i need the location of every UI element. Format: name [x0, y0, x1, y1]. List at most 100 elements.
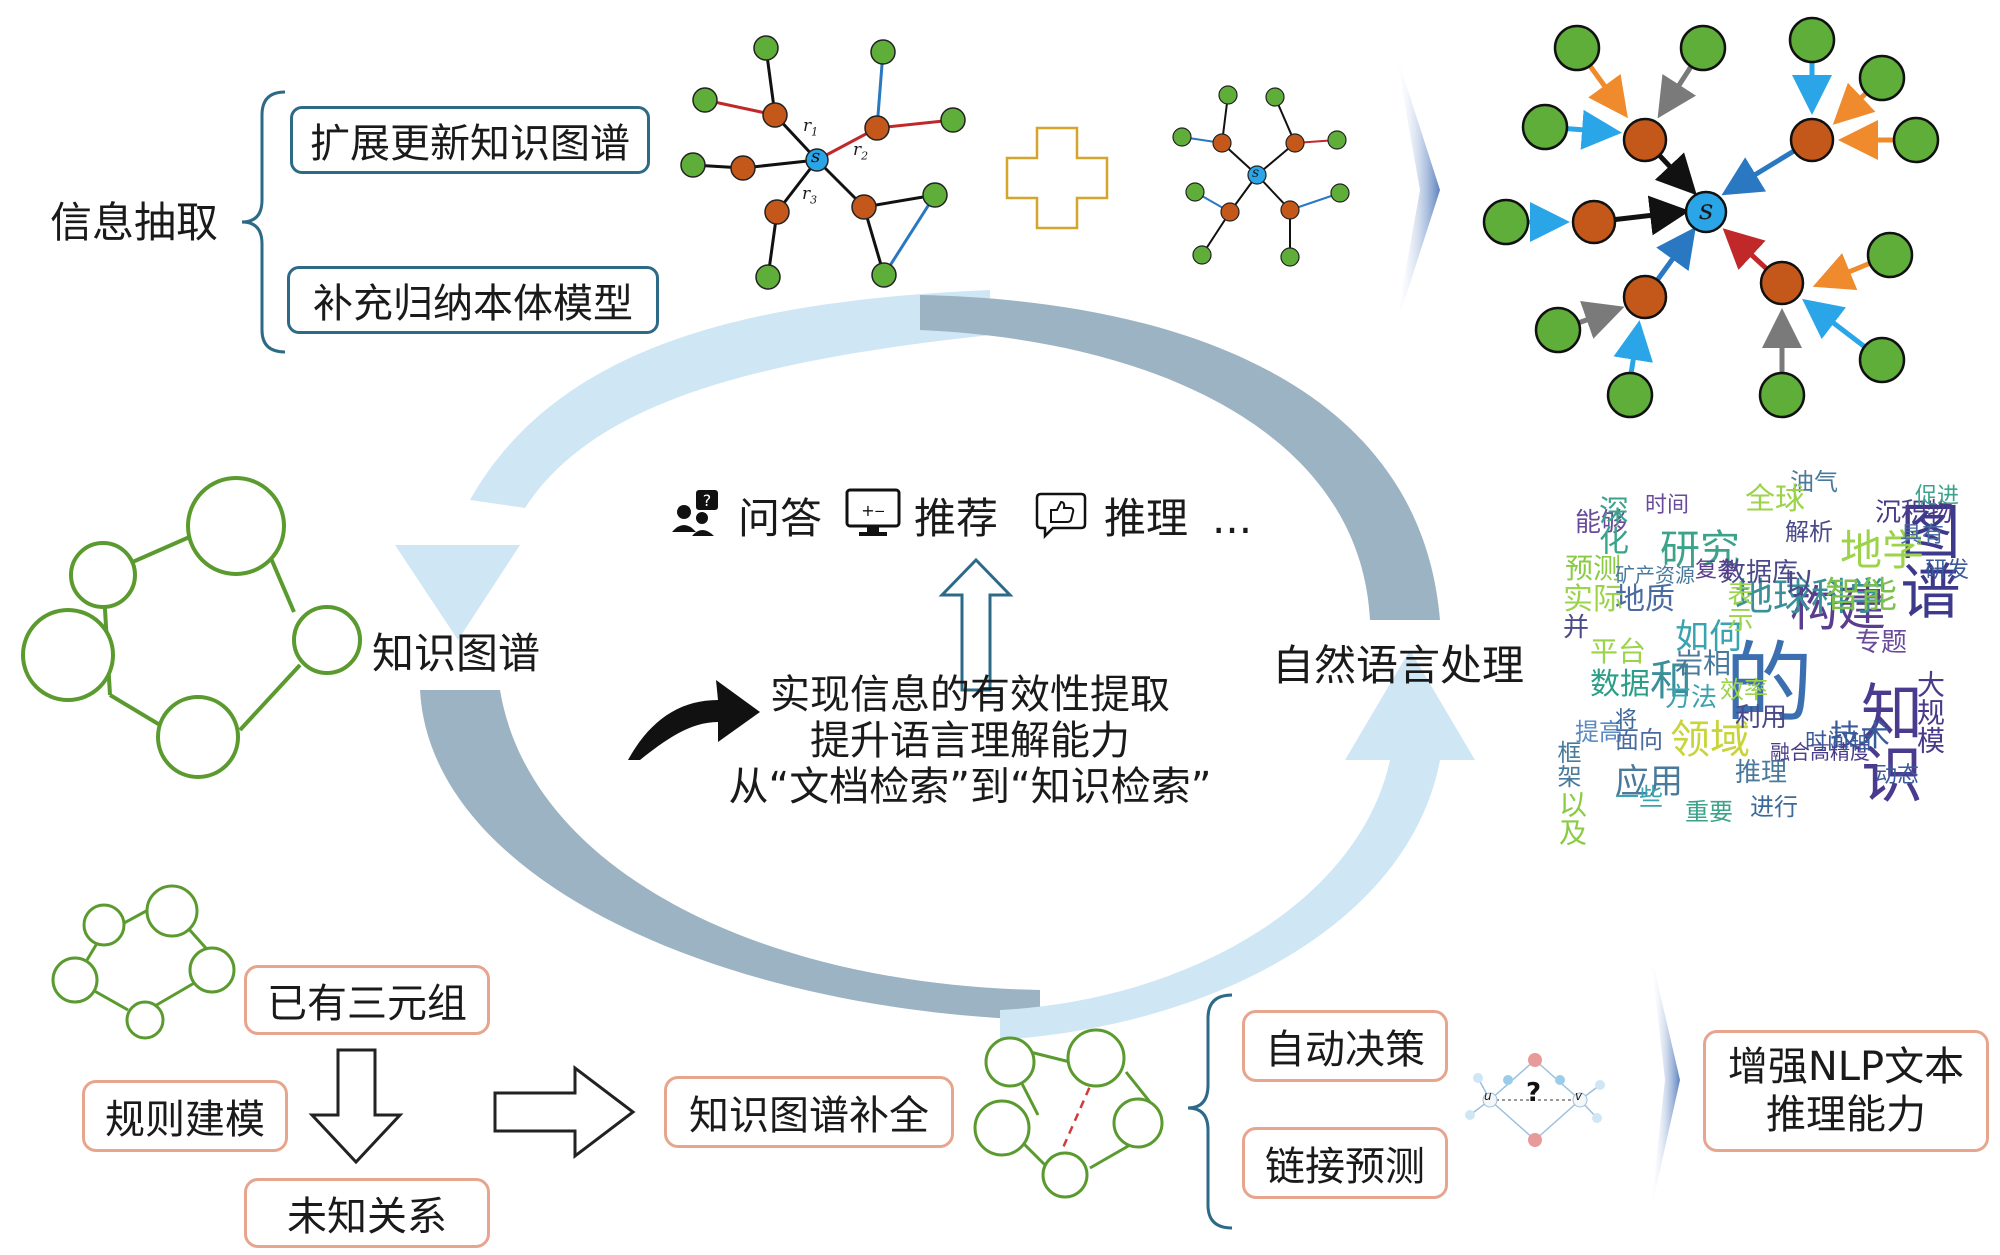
center-statement: 实现信息的有效性提取 提升语言理解能力 从“文档检索”到“知识检索” — [660, 672, 1280, 810]
word-cloud-term: 领域 — [1670, 717, 1750, 763]
kg-label: 知识图谱 — [372, 629, 541, 678]
app-qa-label: 问答 — [738, 494, 823, 543]
word-cloud-term: 地学 — [1840, 526, 1925, 575]
word-cloud-term: 岩相 — [1675, 647, 1732, 680]
word-cloud-term: 促进 — [1915, 484, 1960, 509]
ontology-box: 补充归纳本体模型 — [287, 266, 659, 334]
word-cloud-term: 的 — [1725, 632, 1814, 735]
word-cloud-term: 实际 — [1563, 582, 1623, 617]
word-cloud-term: 将 — [1615, 708, 1638, 733]
word-cloud-term: 专题 — [1855, 628, 1908, 658]
qa-users-icon: ? — [672, 490, 718, 536]
word-cloud-term: 地球科学 — [1735, 575, 1888, 619]
kg-outline-graph — [21, 476, 362, 779]
enhance-nlp-box: 增强NLP文本 推理能力 — [1703, 1030, 1989, 1152]
word-cloud-term: 研究 — [1660, 527, 1740, 573]
word-cloud-term: 构建 — [1790, 581, 1887, 637]
auto-decision-box: 自动决策 — [1242, 1010, 1448, 1082]
word-cloud-term: 平台 — [1590, 635, 1647, 668]
link-prediction-box: 链接预测 — [1242, 1127, 1448, 1199]
word-cloud-term: 解析 — [1785, 518, 1833, 546]
existing-triples-graph — [51, 884, 236, 1040]
word-cloud-term: 利用 — [1735, 703, 1788, 733]
thumbs-up-chat-icon — [1035, 492, 1087, 540]
nlp-label: 自然语言处理 — [1272, 641, 1525, 690]
word-cloud-term: 研发 — [1925, 558, 1970, 583]
word-cloud-term: 进行 — [1750, 793, 1798, 821]
rule-modeling-box: 规则建模 — [82, 1080, 288, 1152]
word-cloud-term: 以 — [1785, 567, 1815, 602]
down-hollow-arrow — [308, 1048, 404, 1165]
word-cloud-term: 能够 — [1575, 508, 1628, 538]
plus-outline — [1005, 126, 1109, 230]
kgc-box: 知识图谱补全 — [664, 1076, 954, 1148]
kgc-graph — [973, 1028, 1164, 1199]
word-cloud: 的知识图谱构建地学研究领域和地球科学应用智能如何数据平台地质能够表示数据库技术大… — [1555, 470, 1975, 850]
center-line-3: 从“文档检索”到“知识检索” — [728, 764, 1212, 810]
word-cloud-term: 一些 — [1615, 783, 1663, 811]
graph1-center-label: s — [811, 146, 821, 167]
info-extraction-label: 信息抽取 — [50, 198, 219, 247]
graph2-center-label: s — [1252, 165, 1260, 181]
link-prediction-icon — [1465, 1053, 1605, 1147]
enhance-nlp-line-1: 增强NLP文本 — [1727, 1044, 1965, 1090]
graph1-r2-label: r2 — [853, 140, 869, 163]
cycle-arrows — [395, 290, 1475, 1040]
word-cloud-term: 矿产资源 — [1615, 563, 1695, 587]
word-cloud-term: 图谱 — [1890, 500, 1960, 620]
center-line-1: 实现信息的有效性提取 — [770, 672, 1170, 718]
word-cloud-term: 表示 — [1723, 580, 1753, 632]
knowledge-graph-1 — [680, 35, 966, 290]
word-cloud-term: 提高 — [1575, 718, 1623, 746]
word-cloud-term: 知识 — [1850, 680, 1923, 804]
word-cloud-term: 推理 — [1735, 758, 1788, 788]
cycle-arrowhead-left — [395, 545, 520, 640]
word-cloud-term: 框架 — [1555, 740, 1581, 788]
word-cloud-term: 预测 — [1565, 552, 1622, 585]
word-cloud-term: 复杂 — [1695, 558, 1740, 583]
link-q-label: ? — [1526, 1078, 1542, 1108]
word-cloud-term: 沉积物 — [1875, 498, 1954, 528]
extend-kg-box: 扩展更新知识图谱 — [290, 106, 650, 174]
enhance-nlp-line-2: 推理能力 — [1766, 1092, 1926, 1138]
graph1-r1-label: r1 — [803, 116, 819, 139]
word-cloud-term: 油气 — [1790, 470, 1838, 496]
center-line-2: 提升语言理解能力 — [810, 718, 1130, 764]
cycle-arrow-bottom-left — [420, 690, 1040, 1020]
monitor-calculator-icon: +‒ — [845, 488, 901, 536]
word-cloud-term: 如何 — [1675, 617, 1743, 657]
graph3-center-label: s — [1699, 193, 1714, 226]
knowledge-graph-2 — [1172, 85, 1350, 267]
cycle-arrow-bottom — [1000, 760, 1440, 1040]
word-cloud-term: 面向 — [1615, 726, 1663, 754]
knowledge-graph-merged — [1482, 16, 1940, 419]
word-cloud-term: 智能 — [1825, 575, 1898, 616]
word-cloud-term: 时间 — [1645, 493, 1690, 518]
word-cloud-term: 效率 — [1720, 676, 1768, 704]
app-reasoning-label: 推理 — [1104, 494, 1189, 543]
word-cloud-term: 方法 — [1665, 683, 1718, 713]
outcome-brace — [1187, 993, 1233, 1230]
link-v-label: v — [1575, 1089, 1583, 1103]
word-cloud-term: 数据库 — [1720, 558, 1799, 588]
bottom-chevron — [1650, 950, 1680, 1215]
word-cloud-term: 地质 — [1615, 582, 1675, 617]
graph1-r3-label: r3 — [802, 184, 818, 207]
curved-black-arrow — [628, 680, 760, 760]
app-recommend-label: 推荐 — [914, 494, 999, 543]
word-cloud-term: 动态 — [1875, 763, 1920, 788]
cycle-arrowhead-right — [1345, 650, 1475, 760]
word-cloud-term: 具有 — [1900, 523, 1945, 548]
top-chevron — [1395, 50, 1440, 330]
right-hollow-arrow — [493, 1064, 636, 1160]
word-cloud-term: 融合高精度 — [1770, 740, 1870, 764]
info-extraction-brace — [241, 90, 286, 354]
app-more-label: ... — [1212, 494, 1253, 543]
cycle-arrow-top — [470, 290, 990, 508]
word-cloud-term: 应用 — [1615, 762, 1683, 802]
word-cloud-term: 时间轴 — [1805, 730, 1872, 755]
cycle-arrow-right — [920, 295, 1440, 620]
svg-text:+‒: +‒ — [861, 501, 885, 520]
